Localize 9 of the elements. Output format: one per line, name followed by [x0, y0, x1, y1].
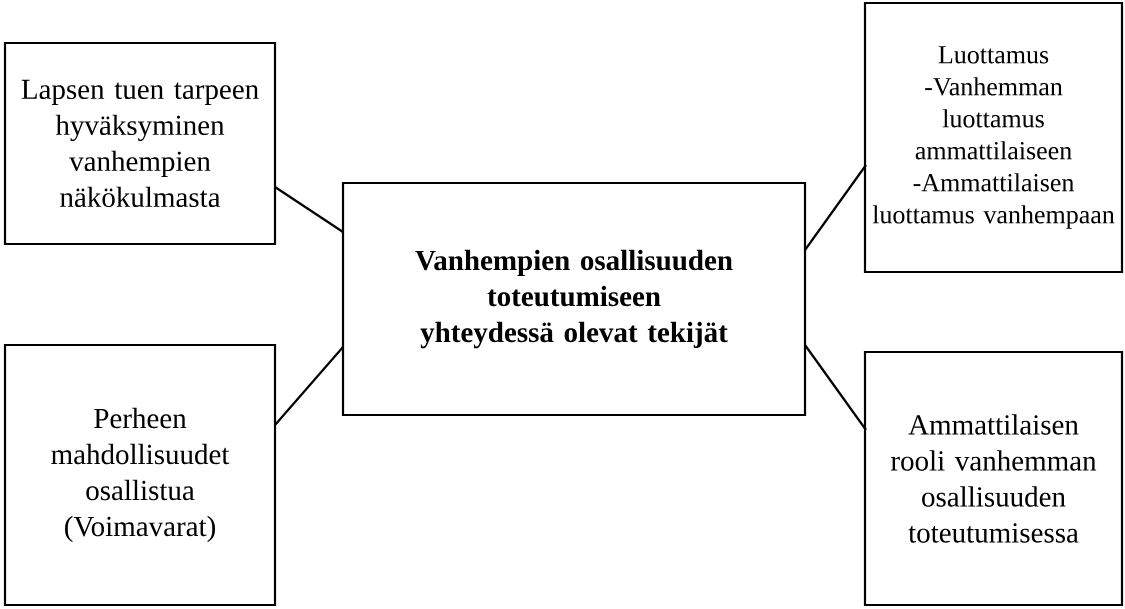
factor-box: Ammattilaisen rooli vanhemman osallisuuden toteutumisessa: [863, 350, 1124, 607]
factor-box: Perheen mahdollisuudet osallistua (Voimavarat): [3, 343, 277, 607]
connector-line: [274, 346, 344, 426]
connector-line: [804, 164, 867, 251]
central-box: Vanhempien osallisuuden toteutumiseen yhteydessä olevat tekijät: [341, 181, 807, 417]
connector-line: [804, 344, 867, 431]
factor-box: Lapsen tuen tarpeen hyväksyminen vanhempien näkökulmasta: [3, 41, 277, 246]
connector-line: [274, 186, 344, 233]
factor-box: Luottamus -Vanhemman luottamus ammattilaiseen -Ammattilaisen luottamus vanhempaan: [863, 1, 1124, 274]
